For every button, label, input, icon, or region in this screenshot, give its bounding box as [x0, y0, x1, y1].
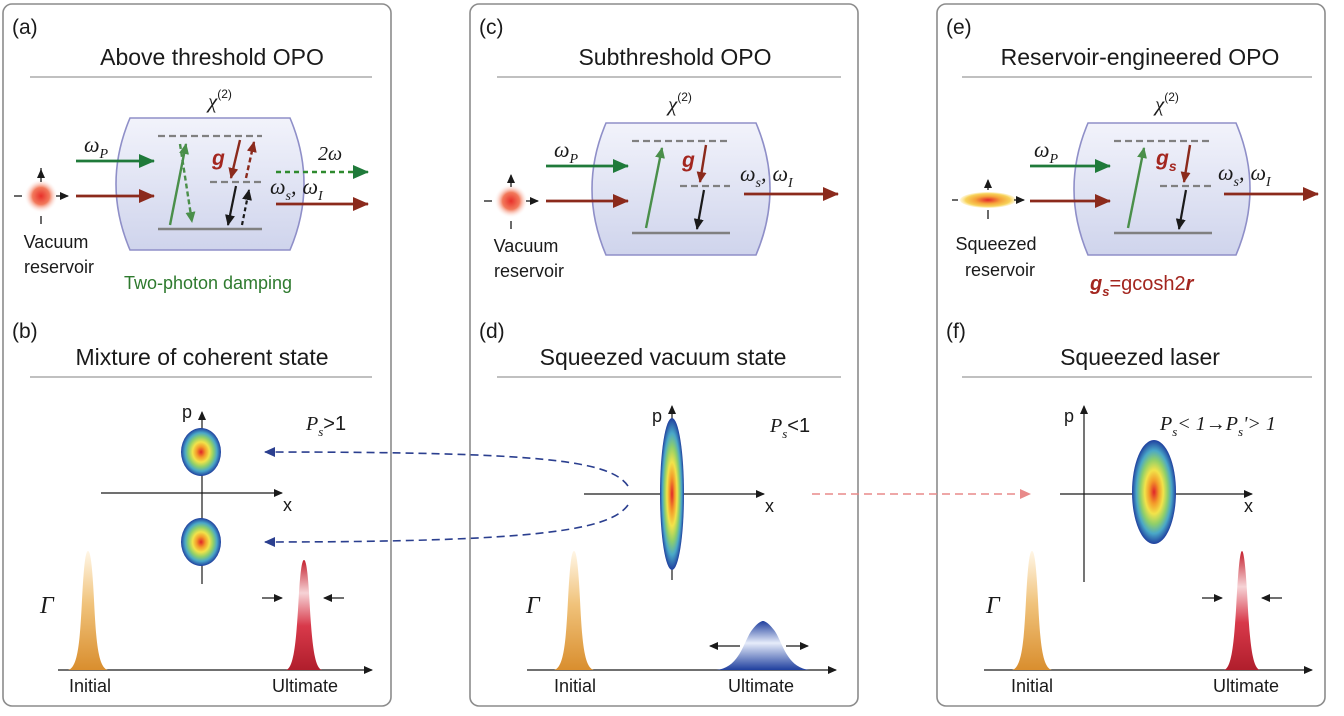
pump-omega-label-c: ωP: [554, 137, 579, 167]
initial-peak-b: [68, 551, 108, 670]
ultimate-label-f: Ultimate: [1213, 676, 1279, 696]
gain-gs-label-e: gs: [1155, 147, 1177, 174]
panel-e: (e) Reservoir-engineered OPO χ(2) gs ωP …: [946, 16, 1319, 299]
ps-label-b: Ps>1: [305, 413, 346, 439]
pump-omega-label: ωP: [84, 132, 109, 162]
p-axis-label-f: p: [1064, 406, 1074, 426]
panel-f: (f) Squeezed laser p x Ps< 1→Ps'> 1 Γ In…: [946, 320, 1313, 696]
p-axis-label-b: p: [182, 402, 192, 422]
initial-label-b: Initial: [69, 676, 111, 696]
reservoir-label-c: reservoir: [494, 261, 564, 281]
x-axis-label-d: x: [765, 496, 774, 516]
two-omega-label: 2ω: [318, 143, 342, 165]
gs-formula: gs=gcosh2r: [1089, 273, 1195, 299]
pump-transition-arrow: [168, 143, 189, 226]
x-axis-label-f: x: [1244, 496, 1253, 516]
emission-down-arrow-c: [693, 189, 706, 230]
panel-f-title: Squeezed laser: [1060, 344, 1220, 370]
panel-b: (b) Mixture of coherent state p x Ps>1 Γ…: [12, 320, 373, 696]
ultimate-label-d: Ultimate: [728, 676, 794, 696]
gain-down-arrow: [228, 139, 242, 179]
signal-idler-label-e: ωs,ωI: [1218, 160, 1272, 190]
initial-label-f: Initial: [1011, 676, 1053, 696]
signal-idler-label-c: ωs,ωI: [740, 161, 794, 191]
ps-label-f: Ps< 1→Ps'> 1: [1159, 413, 1276, 439]
coherent-state-upper: [181, 428, 221, 476]
opo-cavity-c: [591, 122, 771, 256]
pump-omega-label-e: ωP: [1034, 137, 1059, 167]
vacuum-label-c: Vacuum: [494, 236, 559, 256]
gamma-label-f: Γ: [985, 593, 1001, 619]
gain-down-arrow-e: [1180, 144, 1192, 183]
emission-up-dashed-arrow: [240, 189, 252, 226]
damping-transition-arrow: [178, 143, 196, 223]
gain-up-dashed-arrow: [244, 141, 257, 179]
vacuum-reservoir-icon-c: [484, 174, 539, 229]
initial-peak-d: [554, 551, 594, 670]
panel-f-tag: (f): [946, 320, 966, 343]
panel-e-tag: (e): [946, 16, 972, 39]
emission-down-arrow: [225, 185, 238, 226]
ps-label-d: Ps<1: [769, 415, 810, 441]
chi2-label: χ(2): [206, 87, 232, 113]
gain-g-label-c: g: [681, 149, 695, 172]
panel-c: (c) Subthreshold OPO χ(2) g ωP Vacuum re…: [479, 16, 841, 281]
p-axis-label-d: p: [652, 406, 662, 426]
gamma-label-b: Γ: [39, 593, 55, 619]
gamma-label-d: Γ: [525, 593, 541, 619]
initial-peak-f: [1012, 551, 1052, 670]
emission-down-arrow-e: [1175, 189, 1188, 230]
panel-d: (d) Squeezed vacuum state p x Ps<1 Γ Ini…: [479, 320, 841, 696]
panel-c-title: Subthreshold OPO: [578, 44, 771, 70]
x-axis-label-b: x: [283, 495, 292, 515]
panel-d-title: Squeezed vacuum state: [540, 344, 787, 370]
pump-transition-arrow-e: [1126, 147, 1147, 229]
initial-label-d: Initial: [554, 676, 596, 696]
splitting-arrow-upper: [264, 447, 629, 487]
squeezed-vacuum-state: [660, 418, 684, 570]
squeezed-laser-state: [1132, 440, 1176, 544]
panel-e-title: Reservoir-engineered OPO: [1001, 44, 1280, 70]
splitting-arrow-lower: [264, 504, 629, 547]
ultimate-peak-f: [1224, 551, 1260, 670]
signal-idler-label-a: ωs,ωI: [270, 174, 324, 204]
panel-c-tag: (c): [479, 16, 504, 39]
chi2-label-e: χ(2): [1153, 90, 1179, 116]
panel-a: (a) Above threshold OPO χ(2) g ωP Vacuum…: [12, 16, 372, 293]
gain-down-arrow-c: [696, 144, 708, 183]
two-photon-damping-label: Two-photon damping: [124, 273, 292, 293]
gain-g-label: g: [211, 147, 225, 170]
ultimate-broad-peak-d: [716, 621, 810, 670]
ultimate-peak-b: [286, 560, 322, 670]
squeezed-reservoir-icon: [952, 179, 1025, 219]
panel-b-title: Mixture of coherent state: [75, 344, 328, 370]
squeezed-label-e: Squeezed: [955, 234, 1036, 254]
vacuum-label: Vacuum: [24, 232, 89, 252]
panel-a-tag: (a): [12, 16, 38, 39]
ultimate-label-b: Ultimate: [272, 676, 338, 696]
coherent-state-lower: [181, 518, 221, 566]
chi2-label-c: χ(2): [666, 90, 692, 116]
vacuum-reservoir-icon: [14, 168, 69, 224]
panel-b-tag: (b): [12, 320, 38, 343]
opo-cavity-e: [1073, 122, 1251, 256]
panel-d-tag: (d): [479, 320, 505, 343]
reservoir-label: reservoir: [24, 257, 94, 277]
pump-transition-arrow-c: [644, 147, 665, 229]
reservoir-label-e: reservoir: [965, 260, 1035, 280]
panel-a-title: Above threshold OPO: [100, 44, 324, 70]
